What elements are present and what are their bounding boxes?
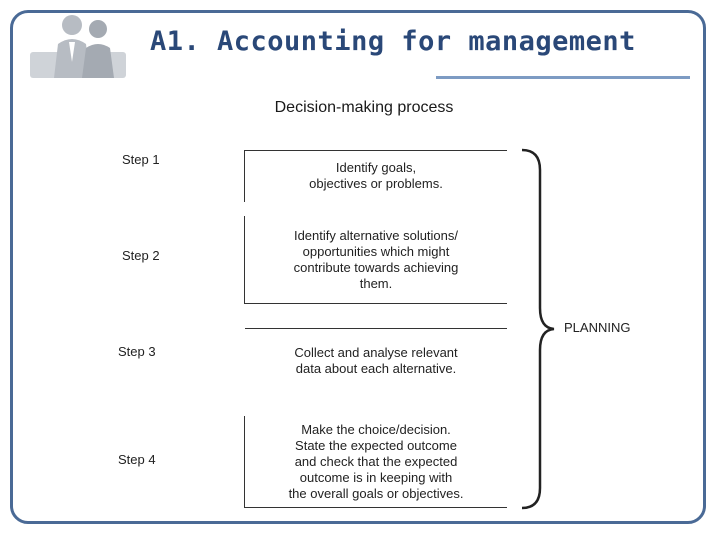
- step-3-line-2: data about each alternative.: [295, 361, 457, 376]
- step-1-line-2: objectives or problems.: [309, 176, 443, 191]
- step-2-bottom-rule: [245, 303, 507, 304]
- step-4-line-4: outcome is in keeping with: [299, 470, 453, 485]
- slide-frame: [10, 10, 706, 524]
- step-1-description: Identify goals, objectives or problems.: [245, 160, 507, 192]
- step-4-line-3: and check that the expected: [294, 454, 458, 469]
- step-4-bottom-rule: [245, 507, 507, 508]
- step-3-line-1: Collect and analyse relevant: [294, 345, 458, 360]
- step-3-top-rule: [245, 328, 507, 329]
- step-3-label: Step 3: [118, 344, 156, 359]
- slide-title: A1. Accounting for management: [150, 26, 636, 57]
- step-2-description: Identify alternative solutions/ opportun…: [245, 228, 507, 292]
- step-1-label: Step 1: [122, 152, 160, 167]
- step-4-line-2: State the expected outcome: [295, 438, 457, 453]
- step-4-label: Step 4: [118, 452, 156, 467]
- step-1-top-rule: [245, 150, 507, 151]
- step-4-left-rule: [244, 416, 245, 508]
- right-curly-brace-icon: [521, 148, 555, 510]
- business-people-silhouette-icon: [30, 15, 126, 78]
- step-2-label: Step 2: [122, 248, 160, 263]
- step-1-line-1: Identify goals,: [335, 160, 417, 175]
- step-2-line-4: them.: [359, 276, 393, 291]
- step-2-line-1: Identify alternative solutions/: [293, 228, 459, 243]
- step-3-description: Collect and analyse relevant data about …: [245, 345, 507, 377]
- step-1-left-rule: [244, 150, 245, 202]
- step-4-line-5: the overall goals or objectives.: [288, 486, 464, 501]
- step-4-line-1: Make the choice/decision.: [301, 422, 451, 437]
- step-2-line-2: opportunities which might: [302, 244, 450, 259]
- step-4-description: Make the choice/decision. State the expe…: [245, 422, 507, 502]
- step-2-left-rule: [244, 216, 245, 304]
- planning-label: PLANNING: [564, 320, 631, 335]
- title-underline: [436, 76, 690, 79]
- diagram-subtitle: Decision-making process: [274, 99, 454, 116]
- step-2-line-3: contribute towards achieving: [293, 260, 459, 275]
